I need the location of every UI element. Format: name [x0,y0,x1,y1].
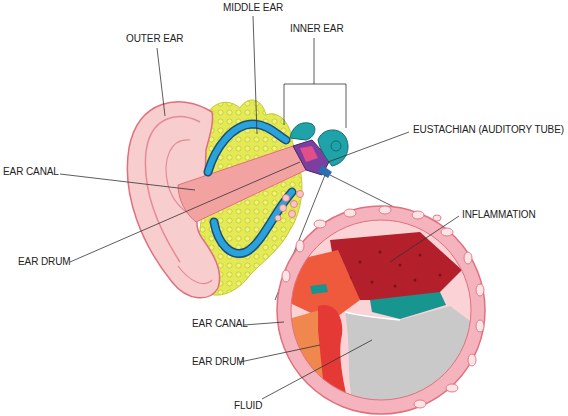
part-label: EUSTACHIAN (AUDITORY TUBE) [413,124,564,136]
leader-lines [60,16,459,399]
part-label: OUTER EAR [126,33,183,45]
part-label: EAR CANAL [3,166,59,178]
part-label: INFLAMMATION [462,209,536,221]
blue-canals [208,124,292,253]
magnified-view [277,206,485,414]
part-label: FLUID [234,400,262,412]
part-label: EAR DRUM [192,356,245,368]
ear-canal [178,146,306,222]
part-label: INNER EAR [290,23,344,35]
middle-inner-ear [290,123,348,178]
tissue-bubbles [275,191,304,222]
part-label: EAR CANAL [192,318,248,330]
part-label: EAR DRUM [18,256,71,268]
part-label: MIDDLE EAR [223,2,283,14]
